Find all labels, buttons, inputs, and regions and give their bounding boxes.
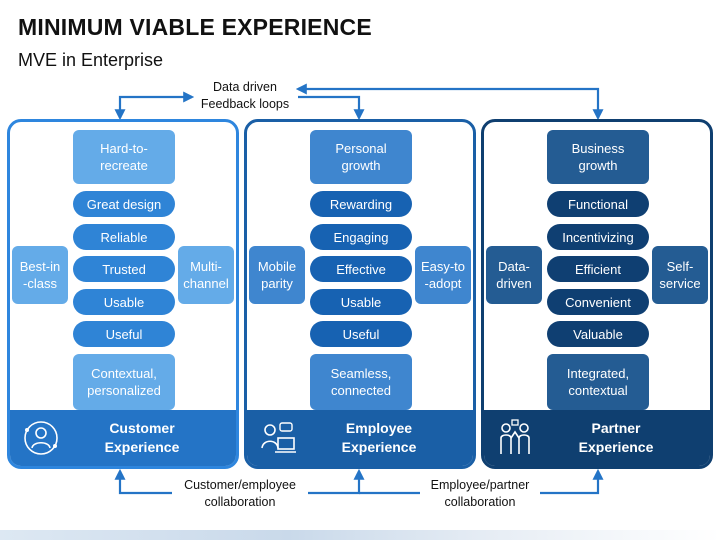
customer-bottom-box: Contextual, personalized	[73, 354, 175, 410]
employee-left-side: Mobile parity	[249, 246, 305, 304]
partner-footer: Partner Experience	[484, 410, 710, 466]
employee-icon	[247, 410, 309, 466]
customer-attribute-pill: Trusted	[73, 256, 175, 282]
customer-attribute-pill: Great design	[73, 191, 175, 217]
customer-attribute-pill: Reliable	[73, 224, 175, 250]
bottom-arrow-partner	[540, 468, 604, 495]
employee-attribute-pill: Usable	[310, 289, 412, 315]
top-arrow-partner	[295, 83, 604, 121]
employee-right-side: Easy-to -adopt	[415, 246, 471, 304]
employee-top-box: Personal growth	[310, 130, 412, 184]
customer-attribute-pill: Usable	[73, 289, 175, 315]
partner-footer-label: Partner Experience	[578, 420, 654, 455]
partner-icon	[484, 410, 546, 466]
customer-icon	[10, 410, 72, 466]
customer-right-side: Multi- channel	[178, 246, 234, 304]
partner-attribute-pill: Incentivizing	[547, 224, 649, 250]
decorative-strip	[0, 530, 720, 540]
feedback-loop-note: Data driven Feedback loops	[200, 80, 290, 111]
partner-left-side: Data- driven	[486, 246, 542, 304]
employee-footer-label: Employee Experience	[341, 420, 417, 455]
employee-attribute-pill: Effective	[310, 256, 412, 282]
partner-attribute-pill: Valuable	[547, 321, 649, 347]
employee-attribute-pill: Rewarding	[310, 191, 412, 217]
employee-partner-note: Employee/partner collaboration	[430, 478, 530, 509]
customer-attribute-pill: Useful	[73, 321, 175, 347]
partner-bottom-box: Integrated, contextual	[547, 354, 649, 410]
partner-right-side: Self- service	[652, 246, 708, 304]
employee-bottom-box: Seamless, connected	[310, 354, 412, 410]
partner-attribute-pill: Functional	[547, 191, 649, 217]
bottom-arrow-customer	[114, 468, 172, 495]
top-arrow-customer	[114, 91, 195, 121]
page-subtitle: MVE in Enterprise	[18, 50, 164, 70]
customer-left-side: Best-in -class	[12, 246, 68, 304]
partner-top-box: Business growth	[547, 130, 649, 184]
bottom-arrow-employee-left	[308, 468, 365, 495]
customer-footer: Customer Experience	[10, 410, 236, 466]
partner-attribute-pill: Efficient	[547, 256, 649, 282]
employee-attribute-pill: Useful	[310, 321, 412, 347]
employee-footer: Employee Experience	[247, 410, 473, 466]
customer-footer-label: Customer Experience	[104, 420, 180, 455]
customer-employee-note: Customer/employee collaboration	[184, 478, 296, 509]
page-title: MINIMUM VIABLE EXPERIENCE	[18, 14, 372, 40]
employee-attribute-pill: Engaging	[310, 224, 412, 250]
partner-attribute-pill: Convenient	[547, 289, 649, 315]
top-arrow-employee	[298, 95, 365, 121]
customer-top-box: Hard-to- recreate	[73, 130, 175, 184]
